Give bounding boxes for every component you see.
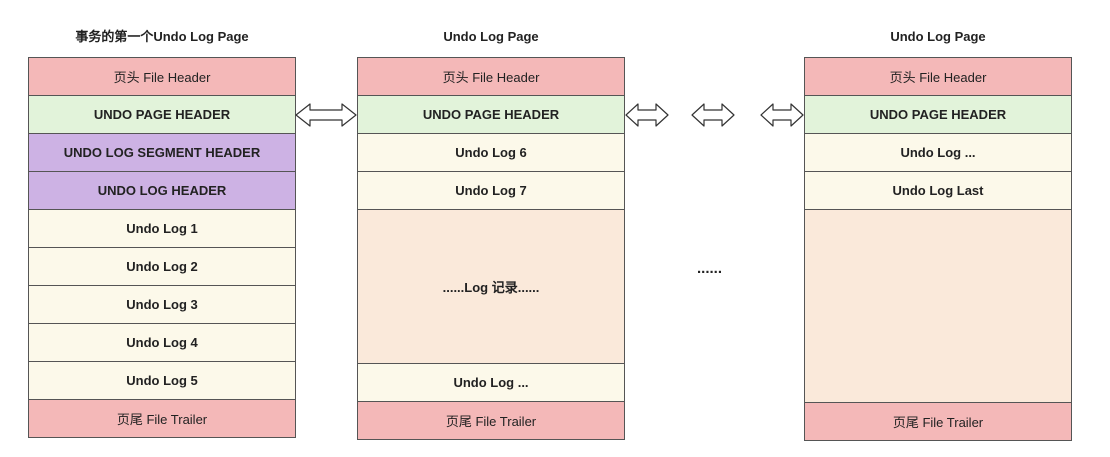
undo-log-page-3: 页头 File Header UNDO PAGE HEADER Undo Log… — [804, 57, 1072, 441]
undo-log-row: Undo Log 5 — [28, 361, 296, 400]
file-trailer-row: 页尾 File Trailer — [357, 401, 625, 440]
double-arrow-icon — [625, 103, 669, 127]
undo-log-row: Undo Log 1 — [28, 209, 296, 248]
double-arrow-icon — [760, 103, 804, 127]
undo-log-row: Undo Log ... — [804, 133, 1072, 172]
undo-log-last-row: Undo Log Last — [804, 171, 1072, 210]
undo-log-page-1: 页头 File Header UNDO PAGE HEADER UNDO LOG… — [28, 57, 296, 438]
undo-log-page-2: 页头 File Header UNDO PAGE HEADER Undo Log… — [357, 57, 625, 440]
file-trailer-row: 页尾 File Trailer — [28, 399, 296, 438]
undo-page-header-row: UNDO PAGE HEADER — [28, 95, 296, 134]
undo-log-segment-header-row: UNDO LOG SEGMENT HEADER — [28, 133, 296, 172]
file-header-row: 页头 File Header — [804, 57, 1072, 96]
log-records-area: ......Log 记录...... — [357, 209, 625, 364]
page3-title: Undo Log Page — [890, 29, 986, 44]
double-arrow-icon — [295, 103, 357, 127]
file-trailer-row: 页尾 File Trailer — [804, 402, 1072, 441]
file-header-row: 页头 File Header — [357, 57, 625, 96]
page1-title: 事务的第一个Undo Log Page — [75, 29, 249, 44]
undo-log-row: Undo Log 7 — [357, 171, 625, 210]
double-arrow-icon — [691, 103, 735, 127]
undo-log-header-row: UNDO LOG HEADER — [28, 171, 296, 210]
undo-page-header-row: UNDO PAGE HEADER — [357, 95, 625, 134]
undo-log-row: Undo Log 3 — [28, 285, 296, 324]
undo-log-row: Undo Log 6 — [357, 133, 625, 172]
more-pages-ellipsis: ...... — [697, 260, 723, 277]
file-header-row: 页头 File Header — [28, 57, 296, 96]
undo-log-row: Undo Log ... — [357, 363, 625, 402]
undo-page-header-row: UNDO PAGE HEADER — [804, 95, 1072, 134]
page2-title: Undo Log Page — [443, 29, 539, 44]
free-space-area — [804, 209, 1072, 403]
undo-log-row: Undo Log 2 — [28, 247, 296, 286]
undo-log-row: Undo Log 4 — [28, 323, 296, 362]
